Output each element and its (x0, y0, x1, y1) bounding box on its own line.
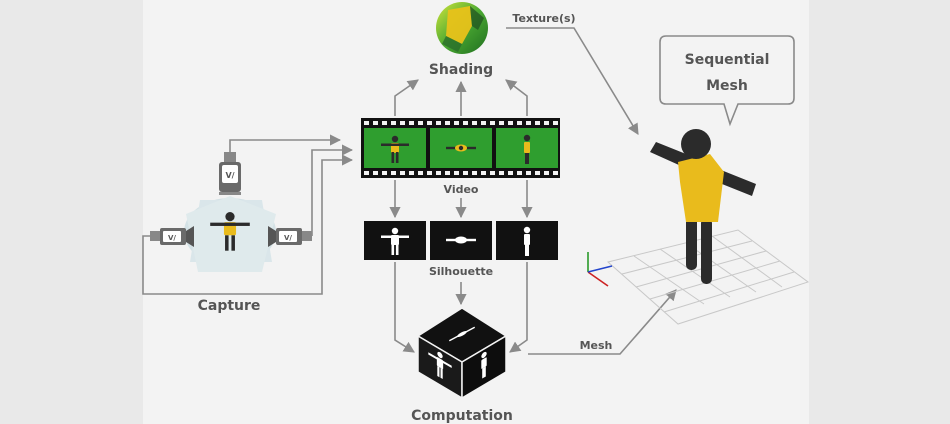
svg-text:V/: V/ (168, 234, 176, 242)
silhouette-frame-top (430, 221, 492, 260)
silhouette-frame-side (496, 221, 558, 260)
silhouette-frame-front (364, 221, 426, 260)
axis-gizmo-icon (587, 252, 613, 287)
video-filmstrip (361, 118, 560, 178)
computation-cube-icon (416, 307, 508, 400)
shading-label: Shading (429, 62, 493, 78)
capture-connections (142, 134, 354, 295)
video-frame-side (496, 128, 558, 168)
camera-left-icon: V/ (150, 226, 194, 247)
sequential-mesh-bubble: Sequential Mesh (659, 35, 795, 127)
video-to-shading-arrows (394, 79, 528, 116)
computation-label: Computation (411, 408, 513, 424)
video-frame-top (430, 128, 492, 168)
capture-subject-figure (210, 211, 250, 251)
bubble-line-2: Mesh (706, 78, 748, 94)
textures-label: Texture(s) (512, 12, 575, 25)
camera-right-icon: V/ (268, 226, 312, 247)
silhouette-label: Silhouette (429, 265, 493, 278)
mesh-figure (650, 129, 756, 284)
shading-ball-icon (436, 2, 488, 54)
camera-top-icon: V/ (219, 152, 241, 195)
mesh-label: Mesh (580, 339, 613, 352)
mesh-arrow (528, 289, 677, 355)
svg-text:V/: V/ (284, 234, 292, 242)
video-frame-front (364, 128, 426, 168)
svg-text:V/: V/ (225, 171, 234, 180)
bubble-line-1: Sequential (685, 52, 770, 68)
video-to-silhouette-arrows (389, 180, 533, 219)
video-label: Video (444, 183, 479, 196)
capture-rig: V/ V/ V/ (150, 152, 312, 272)
silhouette-strip (364, 221, 558, 260)
texture-arrow (506, 27, 639, 135)
to-computation-arrows (394, 262, 528, 353)
capture-label: Capture (198, 298, 261, 314)
